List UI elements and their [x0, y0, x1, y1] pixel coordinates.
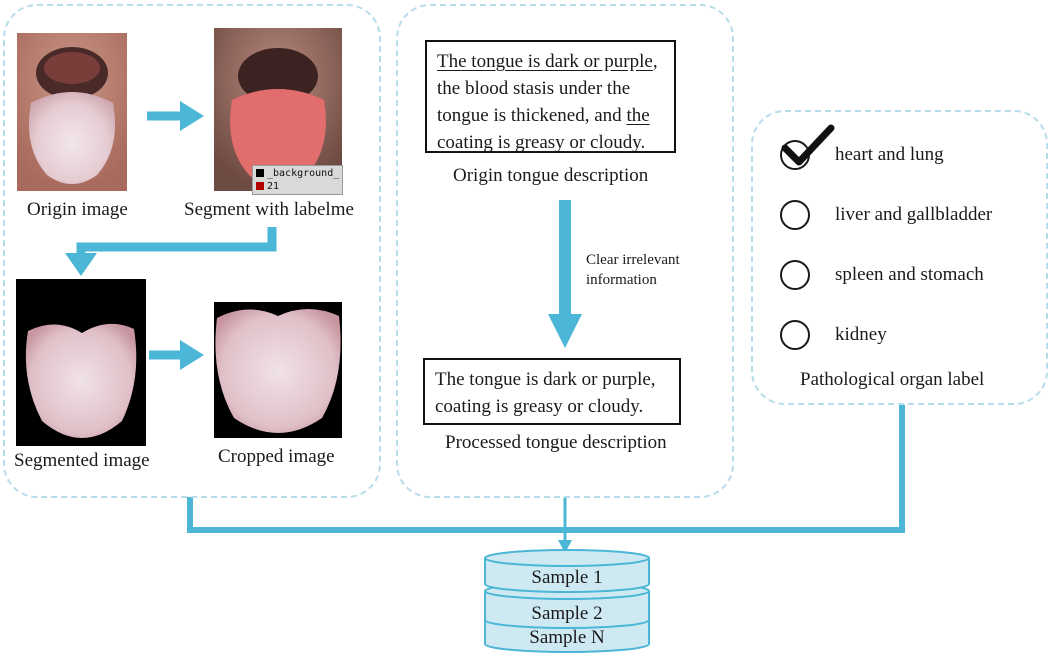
sample-database — [484, 549, 650, 653]
origin-text-comma: , — [652, 51, 658, 72]
merge-to-db-arrowhead — [558, 540, 572, 553]
option-label: heart and lung — [835, 144, 944, 165]
radio-circle[interactable] — [780, 320, 810, 350]
checkmark-icon — [781, 124, 835, 166]
origin-text-line-2: the blood stasis under the — [437, 78, 631, 99]
origin-text-underlined-1: The tongue is dark or purple — [437, 51, 653, 72]
clear-info-label-1: Clear irrelevant — [586, 252, 680, 268]
organ-label-panel — [751, 110, 1048, 405]
origin-text-underlined-3: coating is greasy or cloudy. — [437, 132, 646, 153]
origin-image — [17, 33, 127, 191]
segmented-image-caption: Segmented image — [14, 450, 150, 471]
processed-text-line-1: The tongue is dark or purple, — [435, 369, 656, 390]
origin-to-segment-arrowhead — [180, 101, 204, 131]
cropped-image-caption: Cropped image — [218, 446, 335, 467]
legend-background-label: _background_ — [267, 168, 340, 179]
origin-description-caption: Origin tongue description — [453, 165, 649, 186]
segment-to-segmented-arrowhead — [65, 253, 97, 276]
db-lower-body — [484, 591, 650, 653]
segment-labelme-image — [214, 28, 342, 191]
segmented-to-cropped-arrowhead — [180, 340, 204, 370]
sample-n-label: Sample N — [529, 627, 605, 648]
legend-class-label: 21 — [267, 181, 280, 192]
origin-description-box: The tongue is dark or purple, the blood … — [425, 40, 676, 153]
origin-image-caption: Origin image — [27, 199, 128, 220]
option-label: liver and gallbladder — [835, 204, 993, 225]
segment-labelme-caption: Segment with labelme — [184, 199, 354, 220]
labelme-legend: _background_ 21 — [252, 165, 344, 195]
cropped-image — [214, 302, 342, 438]
clear-info-label-2: information — [586, 272, 657, 288]
option-label: kidney — [835, 324, 887, 345]
origin-text-underlined-2: the — [626, 105, 650, 126]
merge-line — [187, 405, 905, 533]
option-label: spleen and stomach — [835, 264, 984, 285]
sample-2-label: Sample 2 — [531, 603, 603, 624]
organ-label-caption: Pathological organ label — [800, 369, 985, 390]
origin-text-line-3: tongue is thickened, and — [437, 105, 622, 126]
processed-description-box: The tongue is dark or purple, coating is… — [423, 358, 681, 425]
db-divider — [484, 619, 650, 629]
segmented-image — [16, 279, 146, 446]
processed-text-line-2: coating is greasy or cloudy. — [435, 396, 644, 417]
text-processing-panel — [396, 4, 734, 498]
sample-1-label: Sample 1 — [531, 567, 603, 588]
left-panel-arrows — [65, 101, 277, 370]
db-upper-body — [484, 558, 650, 593]
image-processing-panel — [3, 4, 381, 498]
db-upper-top — [484, 549, 650, 567]
option-spleen-stomach[interactable]: spleen and stomach — [780, 255, 984, 295]
segment-to-segmented-arrow — [76, 227, 277, 255]
radio-circle[interactable] — [780, 260, 810, 290]
clear-info-arrow — [548, 200, 582, 348]
radio-circle[interactable] — [780, 200, 810, 230]
option-liver-gallbladder[interactable]: liver and gallbladder — [780, 195, 992, 235]
option-kidney[interactable]: kidney — [780, 315, 887, 355]
processed-description-caption: Processed tongue description — [445, 432, 667, 453]
